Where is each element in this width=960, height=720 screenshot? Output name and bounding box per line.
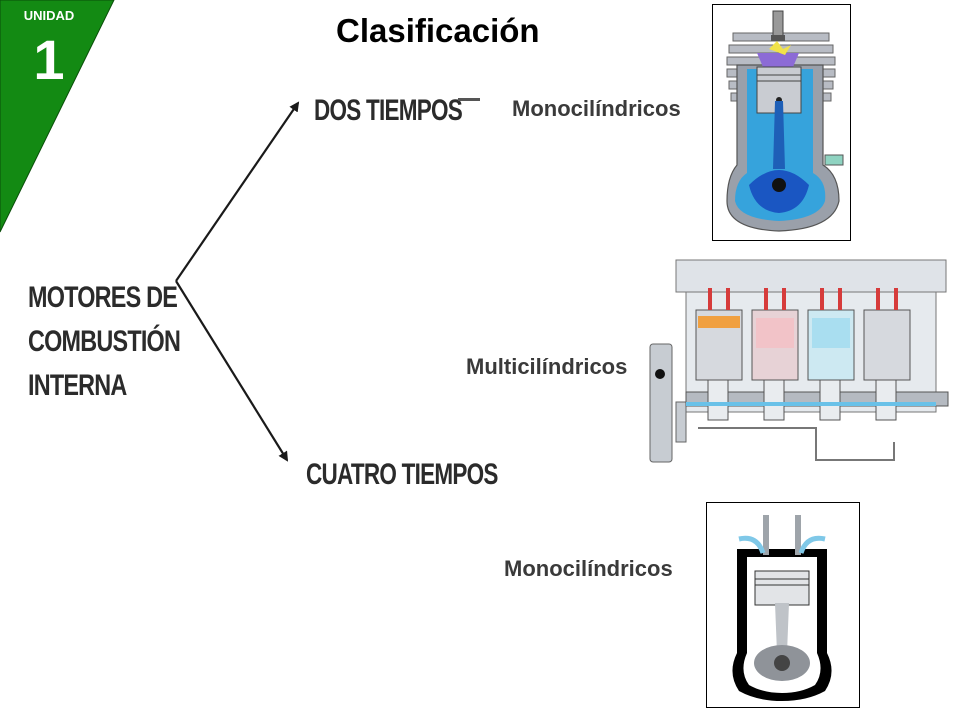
arrow-to-two-stroke [175, 101, 300, 282]
four-stroke-multi-label: Multicilíndricos [466, 354, 628, 379]
unit-number: 1 [33, 28, 65, 91]
arrow-to-four-stroke [175, 280, 289, 462]
single-cylinder-engine-image [706, 502, 860, 708]
multi-cylinder-engine-image [646, 252, 950, 468]
two-stroke-dash [458, 98, 480, 101]
page-title: Clasificación [336, 12, 540, 49]
root-line-2: COMBUSTIÓN [28, 325, 181, 358]
root-line-1: MOTORES DE [28, 281, 178, 314]
two-stroke-label: DOS TIEMPOS [314, 94, 463, 127]
two-stroke-engine-image [712, 4, 851, 241]
unit-label: UNIDAD [23, 8, 75, 23]
root-label: MOTORES DE COMBUSTIÓN INTERNA [28, 276, 181, 408]
root-line-3: INTERNA [28, 369, 127, 402]
four-stroke-mono-label: Monocilíndricos [504, 556, 673, 581]
unit-badge [0, 0, 115, 233]
two-stroke-mono-label: Monocilíndricos [512, 96, 681, 121]
four-stroke-label: CUATRO TIEMPOS [306, 458, 498, 491]
